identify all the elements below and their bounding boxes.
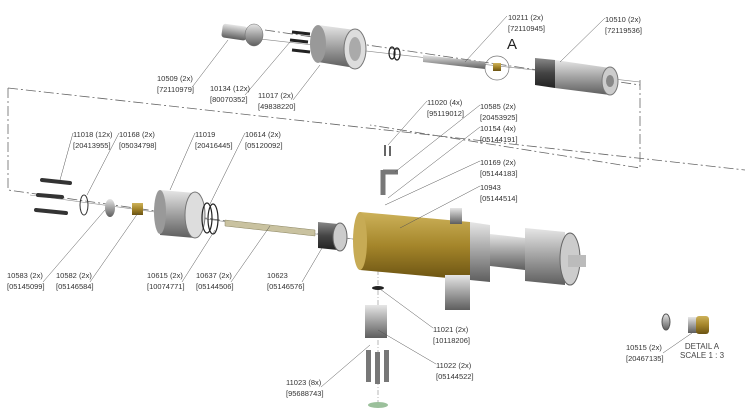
part-10943-cylinder-body (353, 208, 586, 310)
callout-10510: 10510 (2x)[72119536] (605, 15, 642, 35)
axis-lines (29, 34, 641, 410)
part-10583-washer (105, 199, 115, 217)
callout-10169: 10169 (2x)[05144183] (480, 158, 518, 178)
callout-10623: 10623[05146576] (267, 271, 305, 291)
part-10211-rod (423, 55, 485, 69)
part-11020-fittings (380, 145, 398, 195)
callout-11019: 11019[20416445] (195, 130, 233, 150)
part-10168-retaining-ring (79, 194, 89, 216)
part-11018-screws (34, 178, 72, 215)
callout-11017: 11017 (2x)[49838220] (258, 91, 296, 111)
part-10509-adapter (221, 23, 264, 47)
part-10510-sleeve (535, 58, 619, 96)
callout-11020: 11020 (4x)[95119012] (427, 98, 464, 118)
part-11017-housing (310, 25, 367, 70)
callout-10168: 10168 (2x)[05034798] (119, 130, 157, 150)
callout-10637: 10637 (2x)[05144506] (196, 271, 234, 291)
detail-a-circle (484, 55, 510, 81)
callout-10582: 10582 (2x)[05146584] (56, 271, 94, 291)
callout-11018: 11018 (12x)[20413955] (73, 130, 113, 150)
callout-10154: 10154 (4x)[05144191] (480, 124, 518, 144)
callout-10134: 10134 (12x)[80070352] (210, 84, 251, 104)
callout-10615: 10615 (2x)[10074771] (147, 271, 185, 291)
callout-10583: 10583 (2x)[05145099] (7, 271, 45, 291)
part-10134-screws (289, 30, 311, 54)
part-11021-seal (372, 286, 384, 290)
callout-10614: 10614 (2x)[05120092] (245, 130, 283, 150)
callout-10585: 10585 (2x)[20453925] (480, 102, 518, 122)
part-11023-bolts (366, 350, 389, 408)
part-11019-flange (154, 190, 206, 239)
callout-10211: 10211 (2x)[72110945] (508, 13, 545, 33)
leader-lines (42, 15, 693, 388)
callout-10943: 10943[05144514] (480, 183, 518, 203)
part-10614-o-rings (201, 202, 219, 235)
callout-10509: 10509 (2x)[72110979] (157, 74, 194, 94)
detail-a-parts (661, 313, 709, 334)
callout-11022: 11022 (2x)[05144522] (436, 361, 474, 381)
part-o-rings-top (388, 46, 401, 61)
part-10623-piston (318, 222, 348, 252)
callout-10515: 10515 (2x)[20467135] (626, 343, 664, 363)
part-10582-bushing (132, 203, 143, 215)
part-10637-piston-rod (224, 219, 316, 237)
callout-11021: 11021 (2x)[10118206] (433, 325, 470, 345)
part-11022-block (365, 305, 387, 338)
detail-a-marker: A (507, 36, 518, 53)
callout-11023: 11023 (8x)[95688743] (286, 378, 324, 398)
